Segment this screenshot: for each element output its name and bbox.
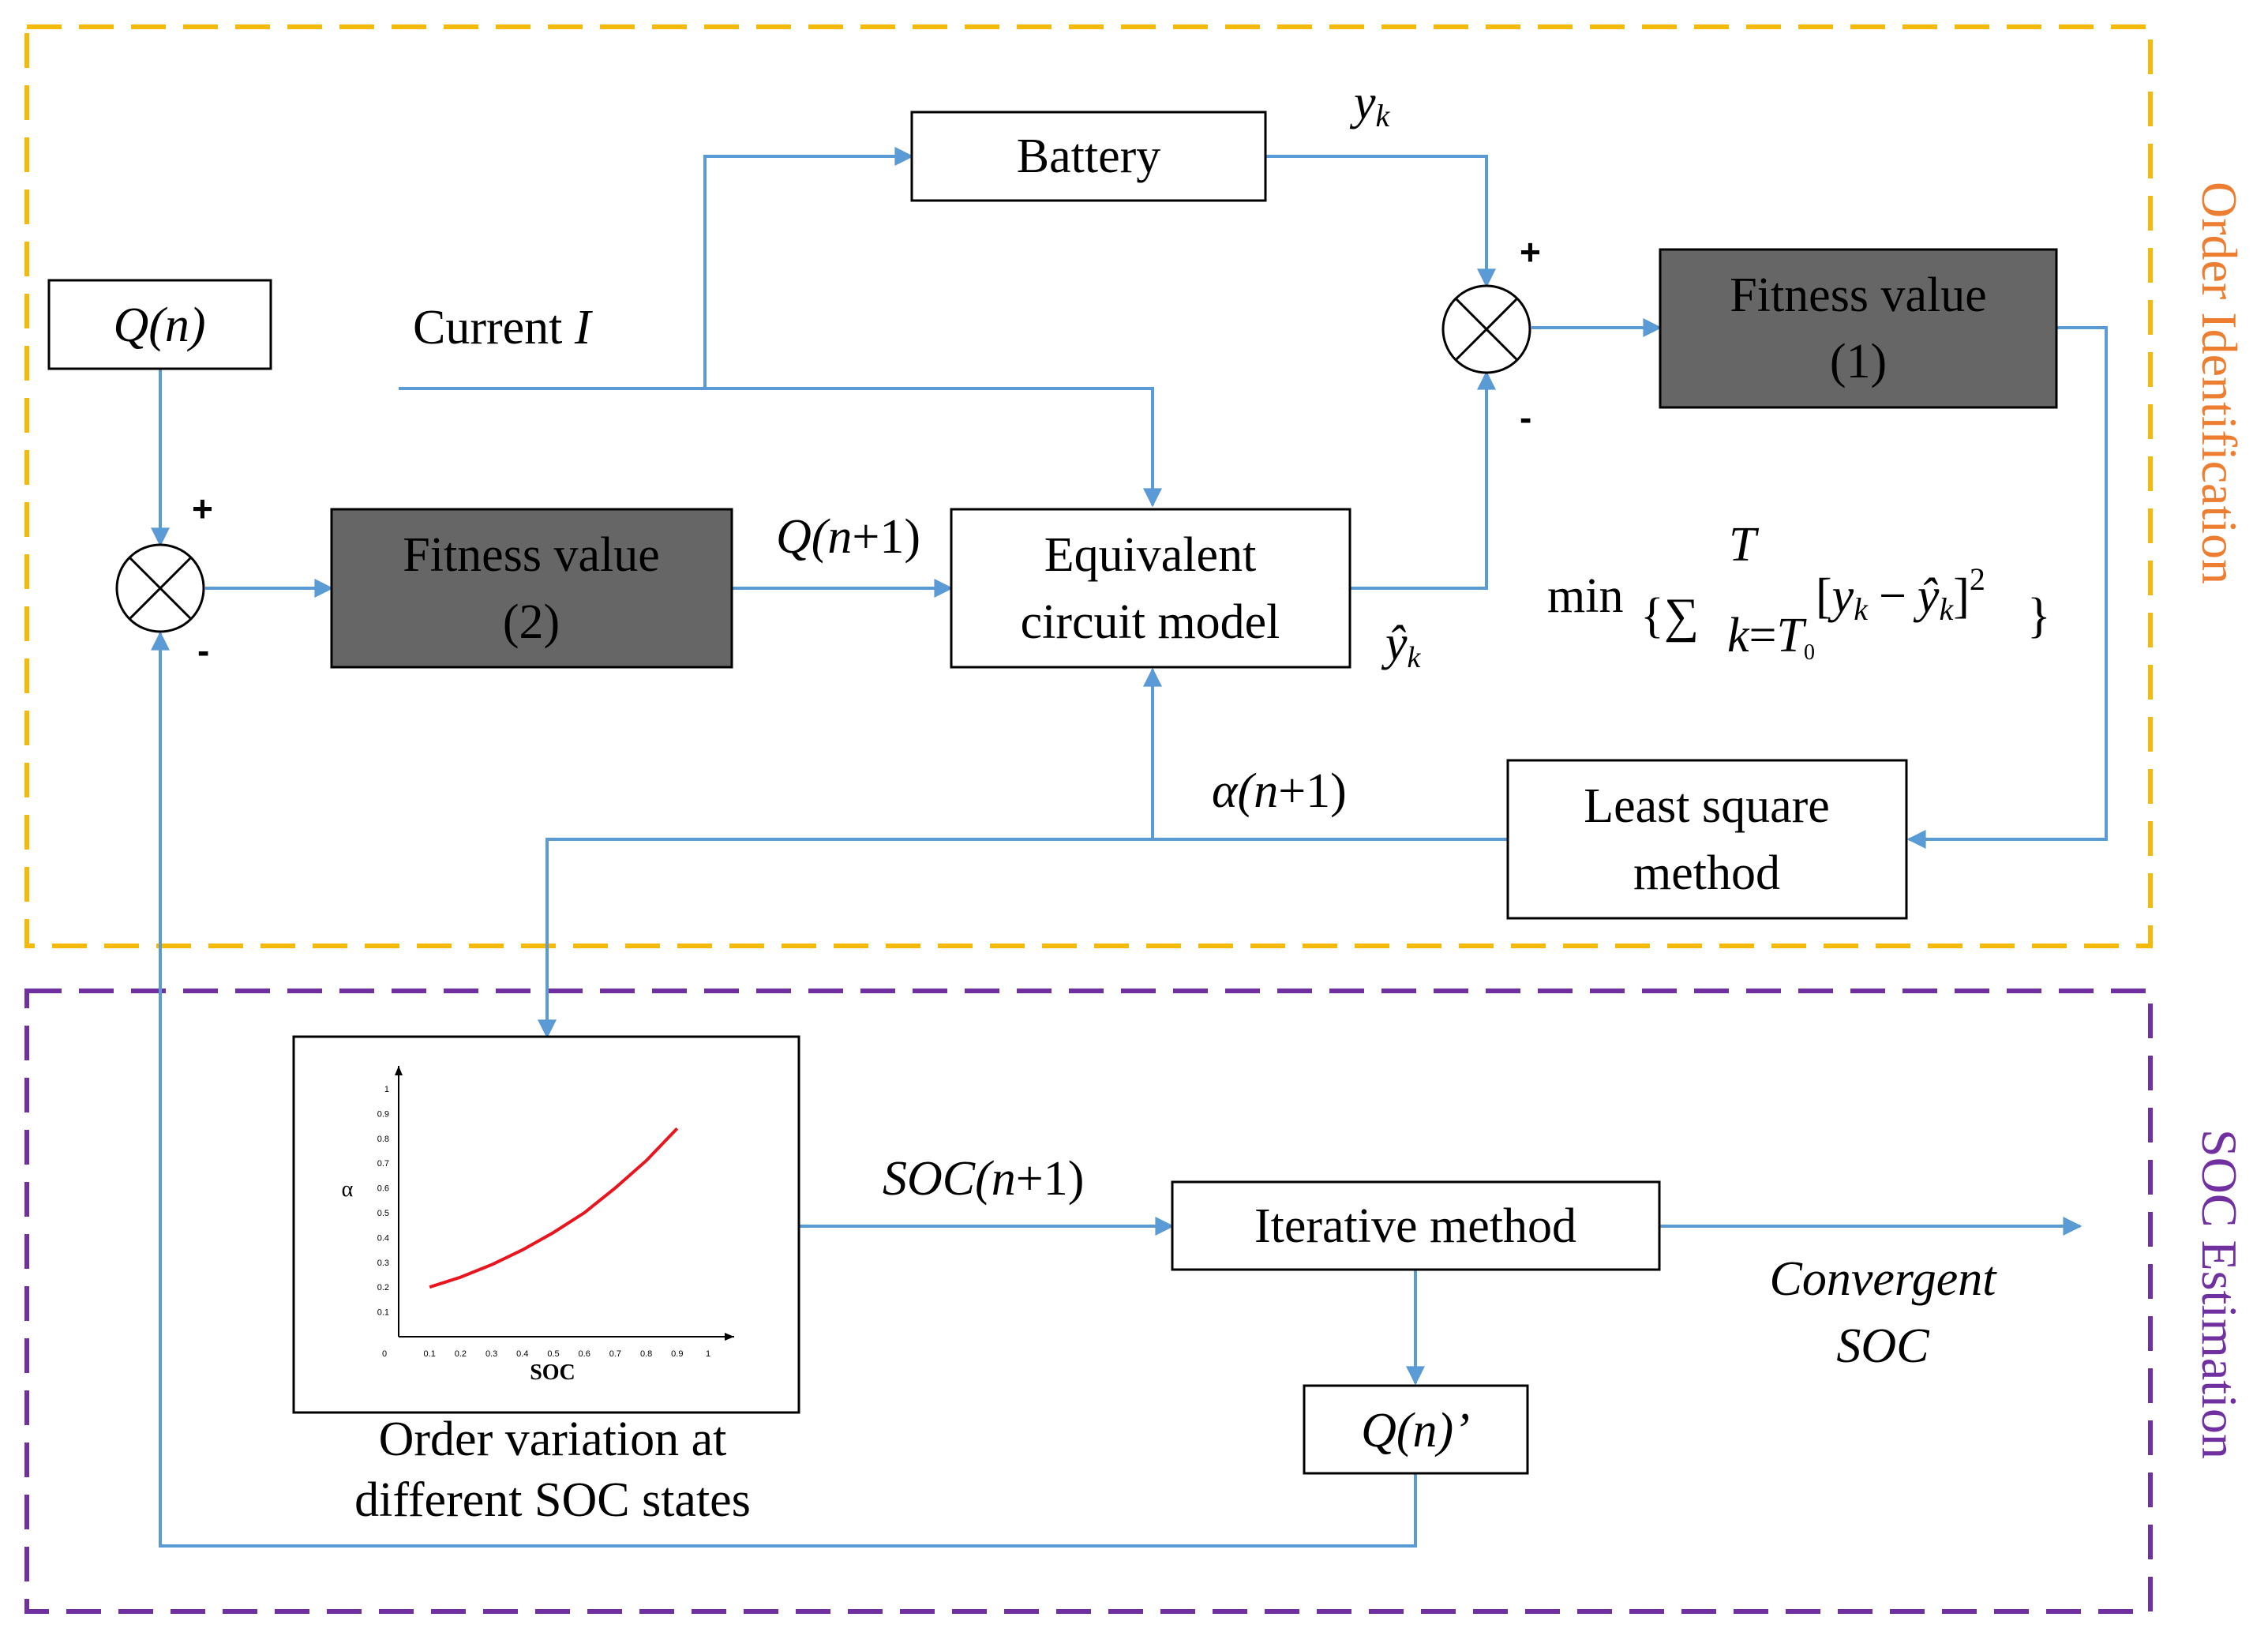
- qn-block: [47, 279, 272, 370]
- formula-sup: T: [1729, 518, 1760, 572]
- qn-prime-label: Q(n)’: [1361, 1404, 1470, 1458]
- qn-prime-block: [1303, 1384, 1529, 1475]
- yhat-label: ŷk: [1381, 617, 1422, 674]
- plot-x-tick: 0.7: [609, 1349, 621, 1359]
- ecm-label-line2: circuit model: [1021, 595, 1280, 649]
- yk-label: yk: [1349, 76, 1391, 133]
- battery-to-sum1: [1265, 155, 1496, 288]
- sum1-plus-sign: +: [1520, 231, 1541, 272]
- formula-body: [yk−ŷk]2: [1816, 561, 1985, 627]
- plot-x-tick: 0.8: [640, 1349, 652, 1359]
- fitness1-block: [1659, 248, 2058, 409]
- order-identification-label: Order Identification: [2191, 182, 2247, 584]
- plot-y-tick: 0.4: [377, 1233, 389, 1243]
- formula-sub: k=T0: [1727, 609, 1815, 665]
- lsm-label-line1: Least square: [1584, 779, 1830, 833]
- battery-block: [910, 111, 1267, 202]
- inset-plot-frame: [292, 1035, 800, 1414]
- plot-y-tick: 0.2: [377, 1283, 389, 1292]
- plot-x-tick: 0.3: [485, 1349, 497, 1359]
- battery-label: Battery: [1017, 129, 1161, 183]
- fitness1-label-line1: Fitness value: [1730, 268, 1986, 322]
- soc-estimation-label: SOC Estimation: [2191, 1129, 2247, 1459]
- sum2-minus-sign: -: [197, 630, 209, 671]
- fitness2-block: [330, 508, 733, 669]
- iterative-label: Iterative method: [1254, 1199, 1576, 1253]
- plot-y-tick: 0.9: [377, 1109, 389, 1119]
- current-line: [399, 387, 1162, 508]
- inset-caption-line1: Order variation at: [379, 1413, 727, 1466]
- ecm-label-line1: Equivalent: [1044, 528, 1257, 582]
- qn-prime-feedback: [151, 631, 1417, 1548]
- plot-x-tick: 0.1: [424, 1349, 436, 1359]
- order-variation-plot: 0 0.1 0.2 0.3 0.4 0.5 0.6 0.7 0.8 0.9 1 0.1 0.2 0.3 0.…: [342, 1066, 734, 1385]
- plot-ylabel: α: [342, 1177, 354, 1202]
- formula-sum: ∑: [1664, 589, 1699, 643]
- soc-next-label: SOC(n+1): [883, 1152, 1084, 1206]
- sum2-plus-sign: +: [192, 488, 213, 529]
- plot-y-tick: 0.3: [377, 1259, 389, 1268]
- qn-label: Q(n): [113, 298, 205, 352]
- summing-junction-1: [1441, 284, 1531, 374]
- q-next-label: Q(n+1): [776, 510, 920, 564]
- plot-y-tick: 0.7: [377, 1159, 389, 1169]
- plot-x-tick: 0: [382, 1349, 387, 1359]
- fitness1-label-line2: (1): [1830, 335, 1887, 388]
- ecm-block: [950, 508, 1351, 669]
- objective-formula: min { ∑ T k=T0 [yk−ŷk]2 }: [1547, 518, 2051, 665]
- plot-x-tick: 0.2: [455, 1349, 467, 1359]
- ecm-to-sum1: [1350, 370, 1496, 590]
- alpha-curve: [429, 1127, 679, 1289]
- current-label: Current I: [413, 301, 594, 355]
- plot-x-tick: 0.9: [671, 1349, 683, 1359]
- fitness2-label-line2: (2): [503, 595, 560, 649]
- alpha-next-label: α(n+1): [1212, 764, 1347, 818]
- plot-y-tick: 0.5: [377, 1209, 389, 1218]
- plot-x-tick: 0.6: [579, 1349, 590, 1359]
- alpha-to-plot: [538, 838, 1153, 1039]
- soc-estimation-region: [24, 989, 2153, 1614]
- order-identification-region: [24, 24, 2153, 948]
- formula-lbrace: {: [1640, 589, 1664, 643]
- plot-y-tick: 0.8: [377, 1135, 389, 1144]
- fitness1-to-lsm: [1906, 326, 2108, 849]
- lsm-label-line2: method: [1633, 846, 1780, 900]
- formula-rbrace: }: [2027, 589, 2051, 643]
- plot-x-tick: 0.4: [516, 1349, 528, 1359]
- summing-junction-2: [115, 543, 205, 633]
- formula-min: min: [1547, 569, 1623, 623]
- current-to-battery: [703, 147, 914, 388]
- convergent-soc-line1: Convergent: [1770, 1252, 1998, 1306]
- convergent-soc-line2: SOC: [1836, 1319, 1929, 1373]
- plot-y-tick: 1: [384, 1085, 389, 1094]
- plot-x-tick: 1: [706, 1349, 710, 1359]
- connectors: [151, 147, 2108, 1548]
- fitness2-label-line1: Fitness value: [403, 528, 659, 582]
- iterative-block: [1171, 1180, 1661, 1271]
- plot-y-tick: 0.6: [377, 1184, 389, 1194]
- plot-x-tick: 0.5: [547, 1349, 559, 1359]
- plot-xlabel: SOC: [530, 1360, 575, 1385]
- lsm-block: [1506, 759, 1908, 920]
- plot-y-tick: 0.1: [377, 1308, 389, 1318]
- sum1-minus-sign: -: [1520, 397, 1531, 438]
- inset-caption-line2: different SOC states: [354, 1473, 751, 1527]
